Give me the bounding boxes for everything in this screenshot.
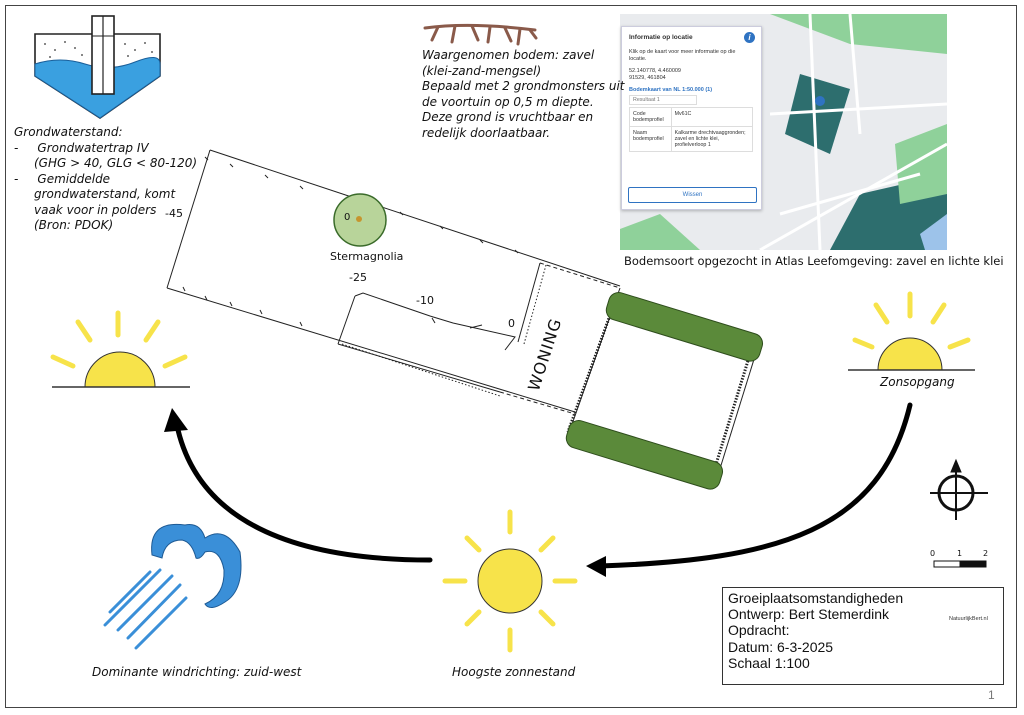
title-line: Opdracht: [728, 622, 790, 639]
title-line: Groeiplaatsomstandigheden [728, 590, 904, 606]
clear-button[interactable]: Wissen [628, 187, 757, 203]
map-caption: Bodemsoort opgezocht in Atlas Leefomgevi… [624, 254, 1004, 268]
scale-tick: 2 [983, 549, 989, 558]
level-label: -45 [165, 207, 183, 220]
tree-stermagnolia [333, 193, 387, 247]
sun-east-icon [848, 291, 975, 371]
scale-tick: 1 [957, 549, 963, 558]
arrow-head-left [164, 408, 188, 432]
sun-west-icon [50, 310, 190, 388]
level-label: 0 [508, 317, 515, 330]
sun-path-arrows [175, 402, 913, 569]
highest-sun-label: Hoogste zonnestand [452, 665, 576, 679]
info-panel-header: Informatie op locatie [629, 34, 693, 41]
table-cell: Code bodemprofiel [629, 107, 672, 127]
info-icon[interactable]: i [744, 32, 755, 43]
scale-tick: 0 [930, 549, 936, 558]
table-cell: Kalkarme drechtvaaggronden; zavel en lic… [670, 126, 754, 152]
sun-high-icon [442, 509, 578, 653]
page-number: 1 [988, 688, 995, 702]
groundwater-icon [34, 15, 161, 119]
result-select[interactable]: Resultaat 1 [629, 95, 697, 105]
tree-label: Stermagnolia [330, 250, 404, 263]
logo-text: NatuurlijkBert.nl [949, 616, 988, 622]
groundwater-text: Grondwaterstand: - Grondwatertrap IV (GH… [14, 125, 198, 232]
title-line: Datum: 6-3-2025 [728, 638, 834, 655]
wind-label: Dominante windrichting: zuid-west [92, 665, 302, 679]
page-frame [5, 5, 1017, 708]
title-line: Ontwerp: Bert Stemerdink [728, 606, 890, 623]
soil-text: Waargenomen bodem: zavel (klei-zand-meng… [422, 48, 625, 140]
level-label: -25 [349, 271, 367, 284]
compass-icon [930, 458, 988, 520]
sunrise-label: Zonsopgang [880, 375, 955, 389]
title-block: Groeiplaatsomstandigheden Ontwerp: Bert … [722, 587, 1004, 685]
soil-roots-icon [423, 23, 538, 46]
wind-lines [103, 568, 188, 650]
tree-level-value: 0 [344, 212, 351, 223]
title-line: Schaal 1:100 [728, 654, 810, 671]
layer-link[interactable]: Bodemkaart van NL 1:50.000 (1) [629, 87, 713, 93]
level-label: -10 [416, 294, 434, 307]
wind-cloud-icon [151, 523, 242, 608]
table-cell: Naam bodemprofiel [629, 126, 672, 152]
hedges [565, 291, 764, 490]
scale-bar [933, 560, 987, 568]
location-info-panel: Informatie op locatie i Klik op de kaart… [621, 26, 762, 210]
arrow-head-right [586, 556, 606, 577]
table-cell: Mv61C [670, 107, 754, 127]
info-intro: Klik op de kaart voor meer informatie op… [629, 49, 736, 62]
